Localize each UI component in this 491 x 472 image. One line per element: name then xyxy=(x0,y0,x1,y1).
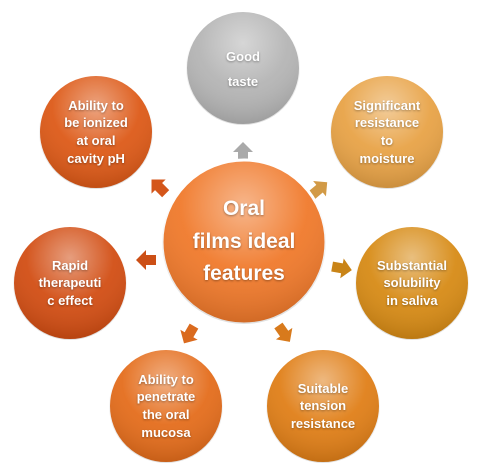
label-line: mucosa xyxy=(141,424,191,440)
label-line: Substantial xyxy=(376,257,448,273)
center-label-line: films ideal xyxy=(192,229,296,253)
label-line: at oral xyxy=(76,133,116,148)
label-rapid-effect: Rapid therapeuti c effect xyxy=(20,233,120,333)
arrow-to-rapid-effect xyxy=(136,250,156,270)
arrow-to-mucosa-penetration xyxy=(180,323,199,344)
label-line: cavity pH xyxy=(67,150,125,166)
label-line: Ability to xyxy=(138,371,194,387)
label-good-taste: Good taste xyxy=(193,20,293,120)
label-line: Ability to xyxy=(68,97,124,113)
label-line: solubility xyxy=(383,275,441,291)
label-tension-resistance: Suitable tension resistance xyxy=(273,356,373,456)
arrow-to-good-taste xyxy=(233,142,253,162)
label-line: in saliva xyxy=(386,292,438,308)
center-label: Oral films ideal features xyxy=(164,162,324,322)
label-line: Rapid xyxy=(51,257,89,273)
arrow-to-moisture-resistance xyxy=(308,181,328,199)
label-line: penetrate xyxy=(136,389,196,405)
arrow-to-tension-resistance xyxy=(274,322,293,342)
label-moisture-resistance: Significant resistance to moisture xyxy=(337,82,437,182)
label-line: to xyxy=(380,133,394,148)
arrow-to-ionization xyxy=(151,179,170,198)
label-line: therapeuti xyxy=(38,275,102,291)
arrow-to-saliva-solubility xyxy=(331,258,352,279)
label-saliva-solubility: Substantial solubility in saliva xyxy=(362,233,462,333)
label-ionization: Ability to be ionized at oral cavity pH xyxy=(46,82,146,182)
center-label-line: Oral xyxy=(222,197,265,221)
label-line: Significant xyxy=(353,97,421,113)
label-line: Suitable xyxy=(297,380,349,396)
label-line: taste xyxy=(227,74,259,89)
label-line: moisture xyxy=(359,150,415,166)
label-line: resistance xyxy=(290,415,356,431)
label-mucosa-penetration: Ability to penetrate the oral mucosa xyxy=(116,356,216,456)
label-line: Good xyxy=(226,49,260,65)
label-line: c effect xyxy=(47,292,93,308)
label-line: tension xyxy=(299,398,347,414)
label-line: resistance xyxy=(354,115,420,131)
label-line: the oral xyxy=(142,407,190,422)
center-label-line: features xyxy=(203,262,285,286)
label-line: be ionized xyxy=(64,115,128,131)
